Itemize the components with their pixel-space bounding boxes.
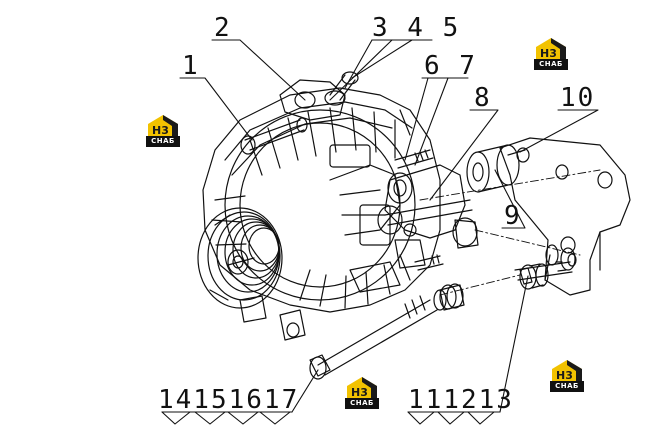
watermark-caption: СНАБ xyxy=(550,381,584,392)
callout-3-4-5: 3 4 5 xyxy=(372,13,460,43)
washer-set xyxy=(514,244,577,290)
callout-11-12-13: 111213 xyxy=(408,385,514,415)
watermark-caption: СНАБ xyxy=(534,59,568,70)
callout-10: 10 xyxy=(560,83,595,113)
watermark-mark: H3 xyxy=(540,47,557,59)
watermark-logo: H3 СНАБ xyxy=(345,376,379,412)
center-lines xyxy=(419,169,601,296)
callout-14-15-16-17: 14151617 xyxy=(158,385,299,415)
pulley xyxy=(197,207,283,309)
callout-leaders xyxy=(161,39,599,425)
watermark-logo: H3 СНАБ xyxy=(550,359,584,395)
alternator xyxy=(202,71,479,341)
house-logo-icon: H3 xyxy=(552,360,582,381)
house-logo-icon: H3 xyxy=(347,377,377,398)
watermark-logo: H3 СНАБ xyxy=(146,114,180,150)
callout-9: 9 xyxy=(504,201,522,231)
watermark-mark: H3 xyxy=(351,386,368,398)
watermark-mark: H3 xyxy=(152,124,169,136)
watermark-logo: H3 СНАБ xyxy=(534,37,568,73)
house-logo-icon: H3 xyxy=(148,115,178,136)
watermark-caption: СНАБ xyxy=(146,136,180,147)
callout-6-7: 6 7 xyxy=(424,51,477,81)
watermark-caption: СНАБ xyxy=(345,398,379,409)
callout-2: 2 xyxy=(214,13,232,43)
callout-8: 8 xyxy=(474,83,492,113)
long-bolt xyxy=(309,283,465,380)
callout-1: 1 xyxy=(182,51,200,81)
watermark-mark: H3 xyxy=(556,369,573,381)
house-logo-icon: H3 xyxy=(536,38,566,59)
callout-labels: 1 2 3 4 5 6 7 8 9 10 14151617 111213 xyxy=(158,13,595,415)
